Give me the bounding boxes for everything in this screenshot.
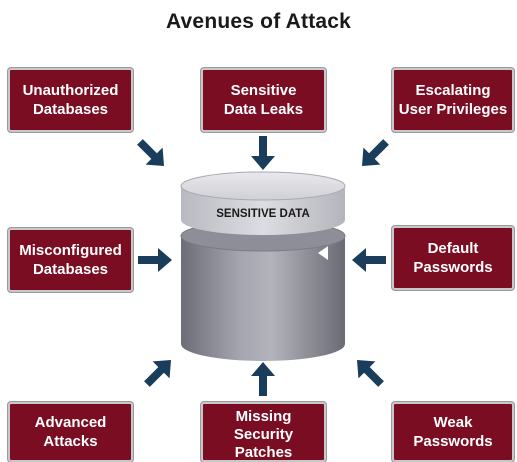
- arrows-group: [137, 136, 389, 396]
- box-misconfigured-databases: Misconfigured Databases: [8, 228, 133, 292]
- database-cylinder: SENSITIVE DATA: [180, 171, 346, 361]
- box-weak-passwords: Weak Passwords: [392, 402, 514, 462]
- arrow-default-passwords: [352, 248, 386, 272]
- arrow-misconfigured-databases: [138, 248, 172, 272]
- box-missing-security-patches: Missing Security Patches: [201, 402, 326, 462]
- box-escalating-user-privileges: Escalating User Privileges: [392, 68, 514, 132]
- arrow-unauthorized-databases: [137, 139, 164, 166]
- pointer-triangle: [318, 246, 328, 260]
- cylinder-body: [181, 236, 345, 361]
- box-unauthorized-databases: Unauthorized Databases: [8, 68, 133, 132]
- box-sensitive-data-leaks: Sensitive Data Leaks: [201, 68, 326, 132]
- arrow-advanced-attacks: [144, 360, 171, 387]
- sensitive-data-label: SENSITIVE DATA: [216, 208, 310, 220]
- cylinder-cap-top: [180, 171, 346, 201]
- arrow-sensitive-data-leaks: [251, 136, 275, 170]
- diagram-title: Avenues of Attack: [165, 10, 352, 33]
- arrow-missing-security-patches: [251, 362, 275, 396]
- arrow-escalating-user-privileges: [362, 139, 389, 166]
- box-advanced-attacks: Advanced Attacks: [8, 402, 133, 462]
- box-default-passwords: Default Passwords: [392, 226, 514, 290]
- arrow-weak-passwords: [357, 360, 384, 387]
